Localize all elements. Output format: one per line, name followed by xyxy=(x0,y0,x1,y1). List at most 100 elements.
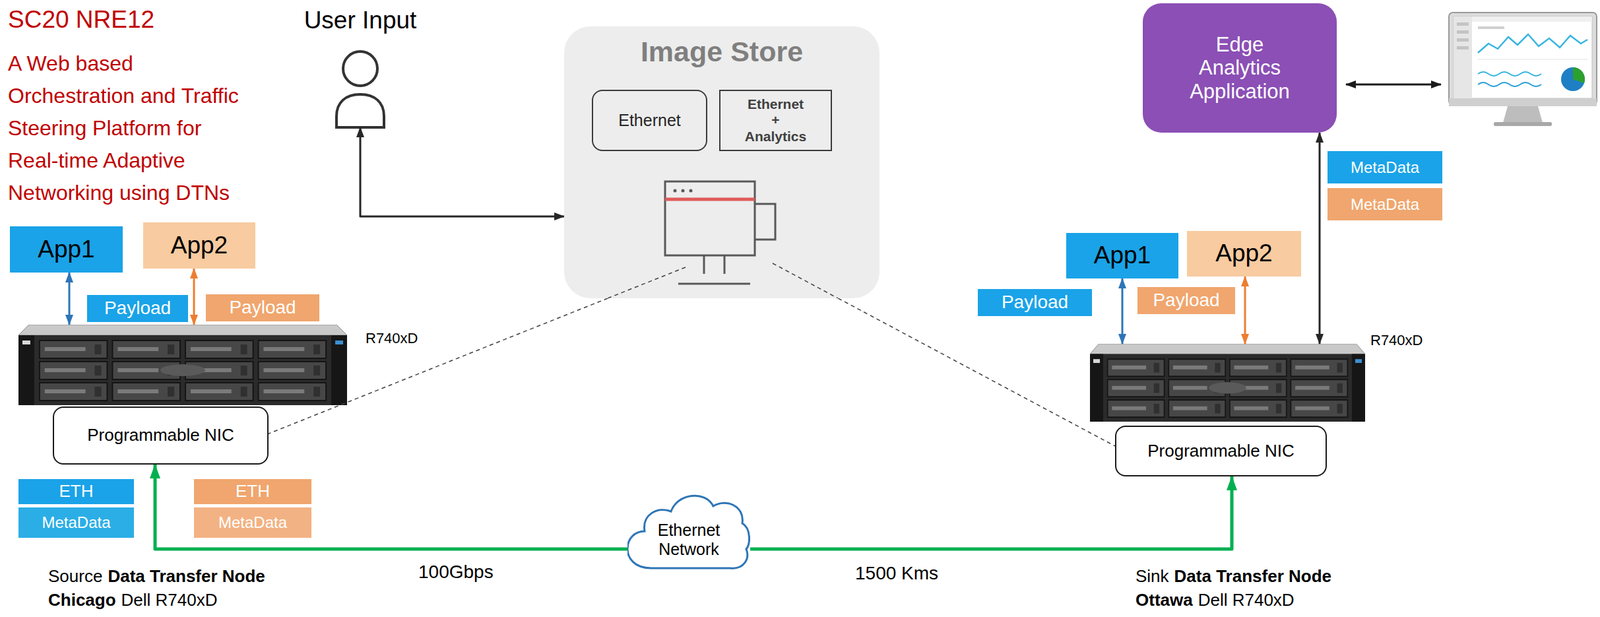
dashboard-screen-part xyxy=(1456,22,1469,26)
payload-tag-text: Payload xyxy=(104,297,171,319)
dashed-link xyxy=(607,267,686,299)
dashboard-screen-part xyxy=(1493,122,1552,127)
web-console-icon-part xyxy=(678,283,751,286)
site-city: Ottawa xyxy=(1135,589,1193,611)
web-console-icon-part xyxy=(673,189,677,193)
eth-header-tag-text: ETH xyxy=(235,481,270,502)
web-console-icon-part xyxy=(681,189,685,193)
image-box: Ethernet xyxy=(591,89,708,152)
connector xyxy=(155,464,628,549)
server-illustration xyxy=(18,324,348,406)
web-console-icon-part xyxy=(754,203,776,240)
connector xyxy=(1121,278,1124,344)
image-box-text: Ethernet + Analytics xyxy=(743,96,809,144)
distance-label: 1500 Kms xyxy=(855,562,939,585)
connector xyxy=(837,298,1116,447)
image-store-panel-text: Image Store xyxy=(564,35,880,68)
dashboard-screen-part xyxy=(1456,38,1469,42)
dashboard-screen-part xyxy=(1477,71,1542,76)
cloud-shape xyxy=(627,495,750,569)
site-server: Dell R740xD xyxy=(1198,589,1295,611)
metadata-tag: MetaData xyxy=(18,507,134,538)
connector xyxy=(1244,276,1247,344)
site-role: Data Transfer Node xyxy=(1174,566,1332,587)
image-box: Ethernet + Analytics xyxy=(719,89,832,152)
diagram-title: SC20 NRE12 xyxy=(7,5,155,35)
dashboard-screen-part xyxy=(1456,46,1469,50)
payload-tag: Payload xyxy=(1137,287,1236,315)
subtitle: A Web based Orchestration and Traffic St… xyxy=(7,47,253,210)
connector xyxy=(68,272,71,325)
dashboard-screen-part xyxy=(1477,59,1588,61)
analytics-app-box-text: Edge Analytics Application xyxy=(1177,32,1303,104)
server-node: R740xD xyxy=(1089,343,1366,422)
eth-header-tag: ETH xyxy=(18,479,134,505)
dashboard-screen-part xyxy=(1472,16,1593,22)
metadata-tag-text: MetaData xyxy=(1350,158,1420,177)
web-console-icon-part xyxy=(704,255,725,274)
dashboard-screen-part xyxy=(1453,16,1593,99)
app-box: App2 xyxy=(1186,230,1302,277)
image-store-panel: Image StoreEthernet Ethernet + Analytics xyxy=(564,26,880,299)
app-box-text: App1 xyxy=(1093,241,1151,270)
dashboard-screen-part xyxy=(1561,67,1585,92)
metadata-tag: MetaData xyxy=(1327,188,1443,221)
analytics-app-box: Edge Analytics Application xyxy=(1142,3,1337,133)
payload-tag: Payload xyxy=(205,294,320,322)
dashboard-screen-part xyxy=(1503,106,1543,123)
dashboard-screen-part xyxy=(1477,82,1542,87)
nic-box: Programmable NIC xyxy=(52,406,269,465)
connector xyxy=(193,268,196,325)
server-node-text: R740xD xyxy=(1370,331,1423,350)
web-console-icon-part xyxy=(665,197,755,202)
web-console-icon-part xyxy=(689,189,693,193)
dashboard-screen-part xyxy=(1448,98,1597,107)
connector xyxy=(360,127,565,217)
eth-header-tag: ETH xyxy=(193,479,312,505)
site-role: Data Transfer Node xyxy=(107,566,265,587)
payload-tag-text: Payload xyxy=(228,296,296,319)
site-role: Sink xyxy=(1135,566,1170,587)
connector xyxy=(1318,132,1321,344)
dashboard-screen-part xyxy=(1453,16,1472,99)
metadata-tag-text: MetaData xyxy=(41,513,111,532)
user-node-text: User Input xyxy=(304,6,417,35)
dashboard-screen-part xyxy=(1477,34,1588,53)
display-link xyxy=(1345,83,1441,86)
app-box-text: App1 xyxy=(37,235,95,264)
nic-box: Programmable NIC xyxy=(1115,425,1327,477)
network-cloud: Ethernet Network xyxy=(627,484,751,572)
dashboard-screen-part xyxy=(1448,12,1597,105)
dashboard-screen xyxy=(1448,12,1597,127)
user-icon-part xyxy=(336,94,384,128)
dashboard-screen-part xyxy=(1477,26,1505,30)
app-box-text: App2 xyxy=(170,231,228,260)
payload-tag: Payload xyxy=(87,294,189,322)
metadata-tag: MetaData xyxy=(193,507,312,538)
server-illustration xyxy=(1089,343,1366,422)
site-server: Dell R740xD xyxy=(121,589,218,611)
nic-box-text: Programmable NIC xyxy=(1147,441,1295,462)
metadata-tag: MetaData xyxy=(1327,151,1443,184)
web-console-icon-part xyxy=(665,181,755,256)
site-city: Chicago xyxy=(48,589,117,611)
site-role: Source xyxy=(48,566,103,587)
network-cloud-text: Ethernet Network xyxy=(639,520,739,559)
app-box: App1 xyxy=(1066,232,1179,279)
eth-header-tag-text: ETH xyxy=(59,481,94,502)
app-box: App2 xyxy=(143,222,256,269)
payload-tag: Payload xyxy=(977,288,1092,317)
server-node-text: R740xD xyxy=(365,329,418,348)
app-box-text: App2 xyxy=(1215,239,1273,268)
dashboard-screen-part xyxy=(1572,67,1585,84)
server-node: R740xD xyxy=(18,324,348,406)
connector xyxy=(750,476,1232,549)
payload-tag-text: Payload xyxy=(1152,289,1220,311)
user-icon-part xyxy=(343,51,378,86)
dashboard-screen-part xyxy=(1456,30,1469,34)
image-box-text: Ethernet xyxy=(618,110,681,130)
connector xyxy=(268,298,608,434)
user-node: User Input xyxy=(334,46,386,128)
web-console-icon xyxy=(665,181,776,284)
